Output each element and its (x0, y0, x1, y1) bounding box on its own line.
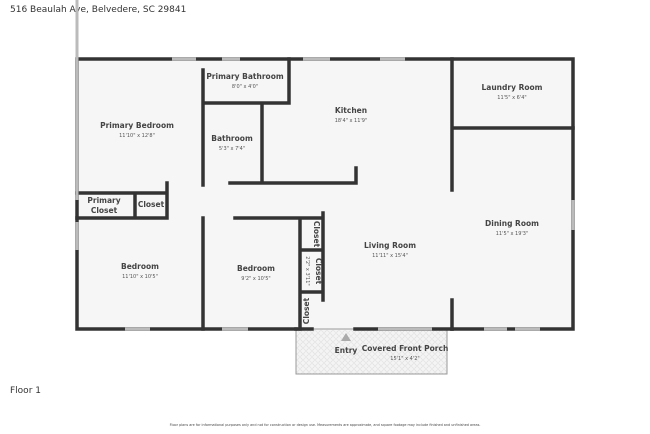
room-primary-bathroom: Primary Bathroom (206, 72, 284, 81)
room-dims: 18'4" x 11'9" (335, 118, 368, 124)
room-laundry: Laundry Room (482, 83, 543, 92)
room-closet-a: Closet (312, 221, 321, 248)
room-dims: 8'0" x 4'0" (232, 84, 258, 90)
windows (75, 0, 575, 331)
room-dims: 11'11" x 15'4" (372, 253, 408, 259)
floor-label: Floor 1 (10, 386, 41, 396)
room-bedroom-2: Bedroom (237, 264, 275, 273)
room-porch: Covered Front Porch (362, 344, 449, 353)
room-closet-b: Closet (314, 258, 323, 285)
room-dims: 11'10" x 12'8" (119, 133, 155, 139)
porch-area (295, 328, 448, 375)
room-primary-bedroom: Primary Bedroom (100, 121, 174, 130)
room-dims: 11'5" x 19'3" (496, 231, 529, 237)
room-closet: Closet (138, 200, 165, 209)
room-dims: 11'10" x 10'5" (122, 274, 158, 280)
room-dims: 5'3" x 7'4" (219, 146, 245, 152)
room-dims: 9'2" x 10'5" (241, 276, 270, 282)
room-closet-c: Closet (302, 297, 311, 324)
room-primary-closet: Primary (87, 196, 120, 205)
disclaimer: Floor plans are for informational purpos… (169, 423, 481, 427)
room-primary-closet-2: Closet (91, 206, 118, 215)
room-dining: Dining Room (485, 219, 539, 228)
entry-arrow-icon (341, 333, 351, 341)
room-dims: 11'5" x 6'4" (497, 95, 526, 101)
room-dims: 2'2" x 3'11" (304, 256, 310, 285)
entry-label: Entry (335, 346, 358, 355)
room-kitchen: Kitchen (335, 106, 367, 115)
room-bathroom: Bathroom (211, 134, 253, 143)
room-bedroom-1: Bedroom (121, 262, 159, 271)
room-living: Living Room (364, 241, 416, 250)
address-title: 516 Beaulah Ave, Belvedere, SC 29841 (10, 5, 187, 15)
room-dims: 15'1" x 4'2" (390, 356, 419, 362)
